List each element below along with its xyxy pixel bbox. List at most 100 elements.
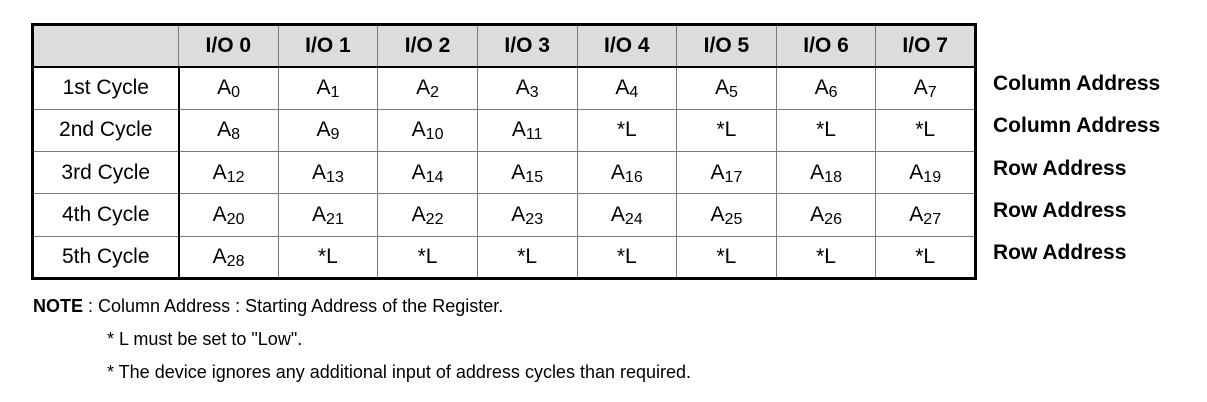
signal-name: A	[909, 160, 924, 184]
note-text: : Column Address : Starting Address of t…	[83, 296, 504, 316]
signal-name: A	[411, 203, 426, 227]
signal-name: A	[312, 160, 327, 184]
signal-name: *L	[816, 118, 836, 142]
header-corner-cell	[32, 24, 179, 68]
address-signal: A10	[411, 118, 444, 144]
address-signal: *L	[318, 245, 338, 268]
address-signal: *L	[617, 245, 637, 268]
signal-index: 9	[330, 126, 340, 144]
address-signal: A13	[312, 160, 344, 186]
address-signal: *L	[717, 118, 737, 141]
signal-index: 7	[927, 84, 937, 102]
header-io-2: I/O 2	[377, 24, 478, 68]
table-header-row: I/O 0 I/O 1 I/O 2 I/O 3 I/O 4 I/O 5 I/O …	[32, 24, 976, 68]
cycle-label: 3rd Cycle	[32, 151, 180, 195]
address-bit-cell: A7	[875, 66, 976, 110]
address-signal: A5	[714, 76, 738, 101]
cycle-label: 4th Cycle	[32, 193, 180, 237]
address-bit-cell: A2	[377, 66, 478, 110]
signal-index: 4	[629, 84, 639, 102]
address-bit-cell: *L	[676, 235, 777, 280]
address-signal: A6	[815, 76, 838, 101]
address-type-label: Column Address	[993, 114, 1161, 138]
signal-name: *L	[716, 118, 737, 142]
address-bit-cell: *L	[576, 235, 678, 280]
signal-name: A	[610, 203, 625, 227]
signal-name: A	[710, 203, 725, 227]
address-bit-cell: A26	[775, 193, 877, 237]
address-bit-cell: A14	[377, 151, 478, 195]
address-signal: A18	[810, 160, 842, 186]
header-io-7: I/O 7	[875, 24, 976, 68]
signal-index: 25	[724, 211, 743, 229]
signal-name: A	[411, 118, 426, 142]
address-bit-cell: A3	[476, 66, 578, 110]
signal-index: 22	[425, 211, 444, 229]
address-signal: A15	[511, 161, 543, 186]
signal-name: *L	[816, 244, 836, 268]
signal-name: A	[913, 76, 928, 100]
signal-index: 23	[525, 211, 544, 229]
address-signal: A0	[217, 76, 241, 102]
address-signal: A14	[412, 161, 444, 186]
address-signal: A23	[511, 203, 544, 229]
address-signal: A25	[710, 203, 743, 229]
signal-name: A	[416, 76, 431, 100]
address-signal: *L	[418, 245, 438, 268]
cycle-label: 2nd Cycle	[32, 108, 180, 153]
address-signal: *L	[617, 118, 637, 141]
signal-name: A	[212, 203, 227, 227]
address-bit-cell: *L	[576, 108, 678, 153]
signal-index: 18	[824, 168, 842, 186]
address-bit-cell: A22	[377, 193, 478, 237]
address-type-label: Row Address	[993, 241, 1127, 265]
address-bit-cell: A13	[277, 151, 379, 195]
address-bit-cell: A5	[676, 66, 777, 110]
address-bit-cell: A16	[576, 151, 678, 195]
address-signal: *L	[915, 118, 935, 141]
address-bit-cell: A18	[775, 151, 877, 195]
signal-name: A	[511, 118, 526, 142]
address-bit-cell: A6	[775, 66, 877, 110]
address-bit-cell: *L	[875, 108, 976, 153]
address-cycle-table: I/O 0 I/O 1 I/O 2 I/O 3 I/O 4 I/O 5 I/O …	[31, 23, 977, 280]
note-line-2: * L must be set to "Low".	[107, 329, 303, 349]
signal-name: *L	[417, 244, 438, 268]
header-io-1: I/O 1	[277, 24, 379, 68]
signal-index: 24	[624, 211, 643, 229]
cycle-label: 5th Cycle	[32, 235, 180, 280]
address-bit-cell: A20	[178, 193, 279, 237]
signal-index: 26	[824, 211, 842, 229]
address-signal: A7	[913, 76, 937, 102]
address-type-label: Column Address	[993, 72, 1161, 95]
signal-index: 13	[326, 168, 344, 186]
signal-index: 10	[425, 126, 444, 144]
address-bit-cell: A11	[476, 108, 578, 153]
header-io-3: I/O 3	[476, 24, 578, 68]
address-signal: A9	[316, 118, 340, 144]
signal-index: 12	[226, 168, 245, 186]
signal-name: A	[810, 160, 825, 184]
signal-name: *L	[318, 244, 338, 268]
signal-index: 16	[624, 168, 643, 186]
address-bit-cell: A1	[277, 66, 379, 110]
signal-name: A	[312, 203, 327, 227]
note-line-3: * The device ignores any additional inpu…	[107, 362, 692, 382]
address-bit-cell: A27	[875, 193, 976, 237]
header-io-4: I/O 4	[576, 24, 678, 68]
note-line-1: NOTE : Column Address : Starting Address…	[33, 290, 691, 323]
signal-name: A	[212, 244, 227, 268]
signal-index: 21	[326, 211, 344, 229]
signal-name: A	[714, 76, 729, 100]
address-bit-cell: A28	[178, 235, 279, 280]
header-io-6: I/O 6	[775, 24, 877, 68]
address-signal: A27	[909, 203, 941, 228]
address-bit-cell: A12	[178, 151, 279, 195]
address-signal: *L	[816, 245, 836, 268]
address-bit-cell: *L	[775, 235, 877, 280]
signal-index: 0	[231, 84, 241, 102]
cycle-label: 1st Cycle	[32, 66, 180, 110]
signal-name: *L	[915, 118, 936, 142]
